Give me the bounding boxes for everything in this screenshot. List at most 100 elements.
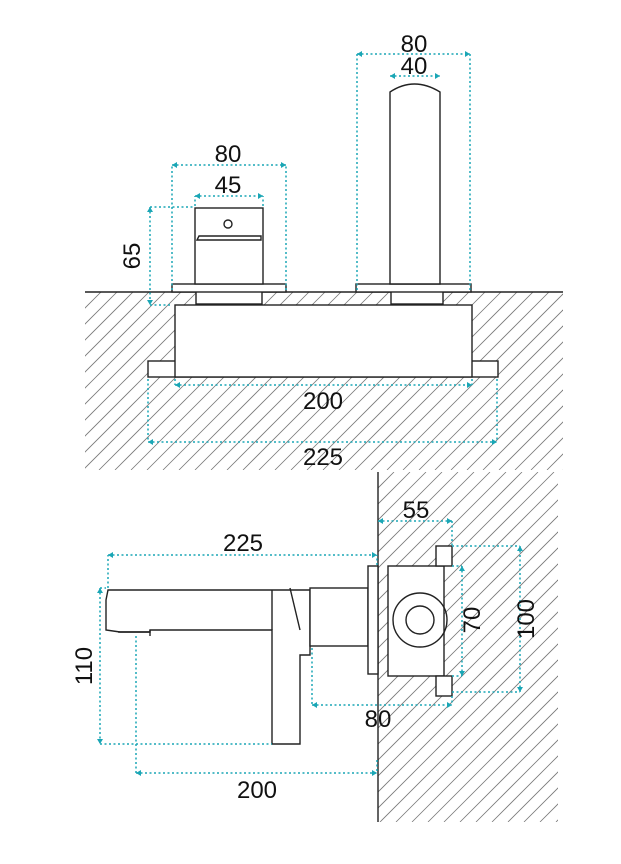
handle-neck bbox=[195, 290, 263, 305]
hatch-line bbox=[378, 472, 411, 505]
hatch-line bbox=[498, 405, 563, 470]
dimension-arrowhead bbox=[147, 300, 153, 305]
dim-label-body-depth: 80 bbox=[365, 706, 392, 733]
dim-wall-depth bbox=[378, 520, 453, 545]
dim-label-handle-height: 65 bbox=[119, 243, 146, 270]
dim-handle-height bbox=[149, 206, 193, 306]
dim-body-outer bbox=[452, 545, 521, 693]
hatch-line bbox=[378, 627, 558, 809]
dimension-arrowhead bbox=[459, 566, 465, 571]
hatch-line bbox=[459, 723, 558, 822]
hatch-line bbox=[338, 292, 518, 470]
hatch-line bbox=[85, 292, 150, 357]
handle-flange bbox=[171, 283, 287, 293]
wall-hatch-side bbox=[378, 472, 621, 822]
dim-label-body-width: 200 bbox=[303, 388, 343, 415]
dim-label-spout-outer: 80 bbox=[401, 31, 428, 58]
dimension-arrowhead bbox=[517, 546, 523, 551]
dim-body-width bbox=[174, 379, 473, 386]
handle-lever bbox=[195, 235, 262, 241]
inwall-tab-top bbox=[435, 545, 453, 567]
dim-label-spout-height: 110 bbox=[71, 647, 98, 685]
dimension-arrowhead bbox=[108, 552, 113, 558]
hatch-line bbox=[85, 292, 198, 405]
hatch-line bbox=[514, 421, 563, 470]
hatch-line bbox=[491, 755, 558, 822]
hatch-line bbox=[378, 472, 555, 649]
valve-cartridge-inner bbox=[405, 605, 435, 635]
hatch-line bbox=[466, 373, 563, 470]
hatch-line bbox=[555, 819, 558, 822]
hatch-line bbox=[378, 472, 443, 537]
hatch-line bbox=[378, 472, 475, 569]
spout-body bbox=[389, 83, 441, 285]
valve-cartridge-outer bbox=[392, 592, 448, 648]
dim-label-wall-depth: 55 bbox=[403, 497, 430, 524]
hatch-line bbox=[354, 292, 534, 470]
dim-spout-length bbox=[107, 554, 378, 588]
hatch-line bbox=[411, 675, 558, 822]
dimension-arrowhead bbox=[447, 702, 452, 708]
dimension-arrowhead bbox=[281, 162, 286, 168]
hatch-line bbox=[427, 691, 558, 822]
hatch-line bbox=[530, 437, 563, 470]
hatch-line bbox=[85, 292, 134, 341]
valve-body bbox=[174, 304, 473, 378]
dim-label-plate-width: 225 bbox=[303, 444, 343, 471]
hatch-line bbox=[378, 472, 523, 617]
hatch-line bbox=[378, 579, 558, 761]
dim-plate-width bbox=[147, 379, 498, 443]
dimension-arrowhead bbox=[357, 51, 362, 57]
dimension-arrowhead bbox=[258, 193, 263, 199]
dimension-arrowhead bbox=[148, 439, 153, 445]
dimension-arrowhead bbox=[195, 193, 200, 199]
dimension-arrowhead bbox=[435, 73, 440, 79]
spout-flange bbox=[355, 283, 472, 293]
hatch-line bbox=[443, 707, 558, 822]
dimension-arrowhead bbox=[447, 518, 452, 524]
inwall-body bbox=[387, 565, 445, 677]
dimension-arrowhead bbox=[372, 552, 377, 558]
hatch-line bbox=[475, 739, 558, 822]
hatch-line bbox=[85, 292, 86, 293]
hatch-line bbox=[85, 292, 182, 389]
hatch-line bbox=[378, 472, 539, 633]
hatch-line bbox=[85, 292, 166, 373]
dim-handle-inner bbox=[194, 195, 264, 206]
dim-label-spout-length: 225 bbox=[223, 530, 263, 557]
dimension-arrowhead bbox=[492, 439, 497, 445]
dim-label-base-length: 200 bbox=[237, 777, 277, 804]
hatch-line bbox=[85, 292, 118, 325]
hatch-line bbox=[378, 563, 558, 745]
hatch-line bbox=[402, 309, 563, 470]
spout-neck bbox=[390, 290, 444, 305]
spout-arm bbox=[105, 589, 311, 745]
hatch-line bbox=[378, 547, 558, 729]
hatch-line bbox=[595, 292, 621, 470]
dim-handle-outer bbox=[171, 164, 287, 290]
hatch-line bbox=[395, 659, 558, 822]
hatch-line bbox=[482, 389, 563, 470]
hatch-line bbox=[378, 472, 491, 585]
dimension-arrowhead bbox=[312, 702, 317, 708]
hatch-line bbox=[85, 292, 102, 309]
dimension-arrowhead bbox=[97, 739, 103, 744]
hatch-line bbox=[434, 341, 563, 470]
hatch-line bbox=[604, 472, 621, 822]
dimension-arrowhead bbox=[97, 588, 103, 593]
spout-joint bbox=[289, 587, 301, 631]
dim-label-handle-inner: 45 bbox=[215, 172, 242, 199]
hatch-line bbox=[378, 595, 558, 777]
hatch-line bbox=[588, 472, 621, 822]
dim-spout-height bbox=[99, 587, 272, 745]
dim-body-inner bbox=[452, 565, 463, 677]
dimension-arrowhead bbox=[465, 51, 470, 57]
hatch-line bbox=[562, 469, 563, 470]
top-view: 80 40 80 45 65 200 225 bbox=[85, 31, 621, 471]
side-view: 225 55 70 100 110 200 80 bbox=[71, 472, 621, 822]
hatch-line bbox=[378, 472, 507, 601]
hatch-line bbox=[378, 472, 459, 553]
dimension-arrowhead bbox=[378, 518, 383, 524]
hatch-line bbox=[539, 803, 558, 822]
